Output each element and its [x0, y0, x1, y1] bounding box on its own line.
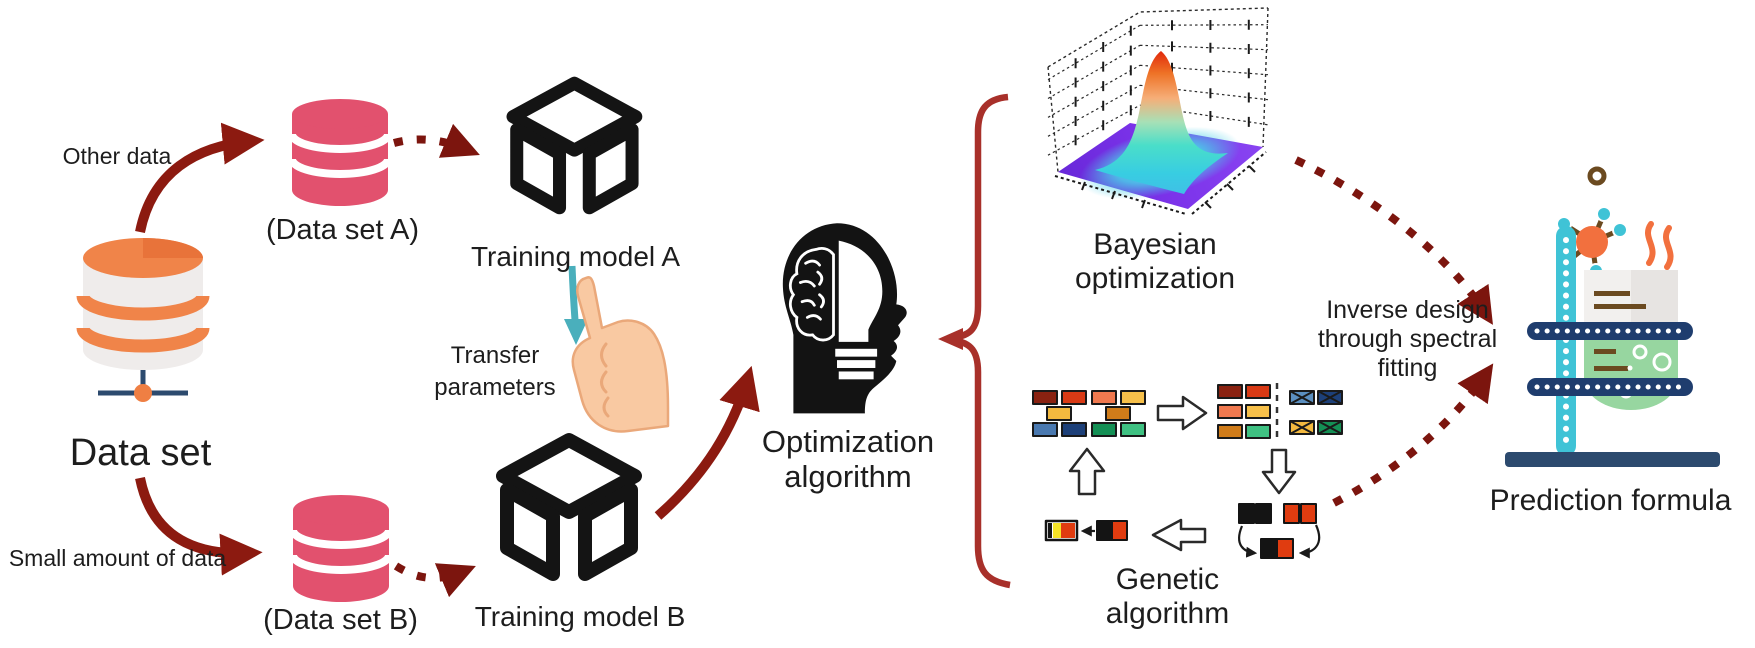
data-set-b-label: (Data set B) [263, 604, 418, 636]
model-b-to-optimizer-arrow [654, 365, 760, 520]
training-model-a-cube-icon [513, 83, 636, 208]
plot-base-axes [1054, 151, 1267, 215]
ga-mutation-blocks [1044, 519, 1128, 542]
head-brain-bulb-icon [782, 223, 907, 414]
training-model-b-cube-icon [503, 440, 635, 574]
ga-crossover-arrow [1261, 448, 1297, 495]
genetic-to-prediction-dashed-arrow [1332, 363, 1494, 507]
inverse-design-label: Inverse design through spectral fitting [1317, 296, 1498, 382]
dataset-database-icon [76, 238, 210, 402]
dataset-b-database-icon [293, 495, 389, 602]
ga-crossover-blocks [1238, 503, 1317, 559]
training-model-a-label: Training model A [470, 241, 681, 272]
small-ring-icon [1587, 166, 1607, 186]
small-data-arrow [135, 476, 263, 576]
plot-wall-ticks [1074, 19, 1250, 146]
stand-base [1505, 452, 1720, 467]
dataset-a-to-model-a-dashed-arrow [392, 123, 480, 158]
ga-selected-blocks [1217, 384, 1271, 439]
dataset-a-database-icon [292, 99, 388, 206]
genetic-algorithm-label: Genetic algorithm [1105, 563, 1230, 630]
bayesian-to-prediction-dashed-arrow [1294, 156, 1493, 325]
ga-selection-arrow [1156, 395, 1208, 431]
pointing-hand-icon [571, 276, 670, 433]
transfer-parameters-label: Transfer parameters [434, 342, 556, 402]
data-set-label: Data set [69, 432, 212, 474]
plot-gaussian-peak [1095, 51, 1228, 194]
optimization-algorithm-label: Optimization algorithm [761, 424, 935, 494]
stand-clamps [1527, 322, 1693, 396]
ga-mutation-arrow [1151, 518, 1207, 552]
prediction-formula-label: Prediction formula [1489, 484, 1732, 517]
bayesian-surface-plot-icon [1047, 7, 1269, 215]
lab-stand-flask-icon [1505, 166, 1720, 467]
data-set-a-label: (Data set A) [265, 214, 420, 246]
bayesian-optimization-label: Bayesian optimization [1074, 228, 1236, 295]
steam-icon [1645, 221, 1674, 270]
other-data-label: Other data [62, 143, 172, 169]
transfer-down-arrow-icon [564, 265, 588, 345]
ga-crossover-arc-right [1298, 524, 1321, 559]
ga-population-blocks [1032, 390, 1146, 437]
branch-brace [938, 93, 1011, 589]
training-model-b-label: Training model B [474, 601, 686, 632]
ga-loop-arrow [1068, 447, 1106, 496]
flask-icon [1584, 270, 1678, 410]
plot-base-ticks [1081, 165, 1256, 209]
small-amount-label: Small amount of data [8, 545, 227, 571]
plot-wall-edges [1047, 7, 1269, 173]
genetic-algorithm-diagram [1032, 383, 1343, 559]
ga-eliminated-blocks [1289, 390, 1343, 435]
ga-crossover-arc-left [1238, 525, 1258, 558]
dataset-b-to-model-b-dashed-arrow [393, 562, 476, 598]
other-data-arrow [135, 122, 265, 234]
